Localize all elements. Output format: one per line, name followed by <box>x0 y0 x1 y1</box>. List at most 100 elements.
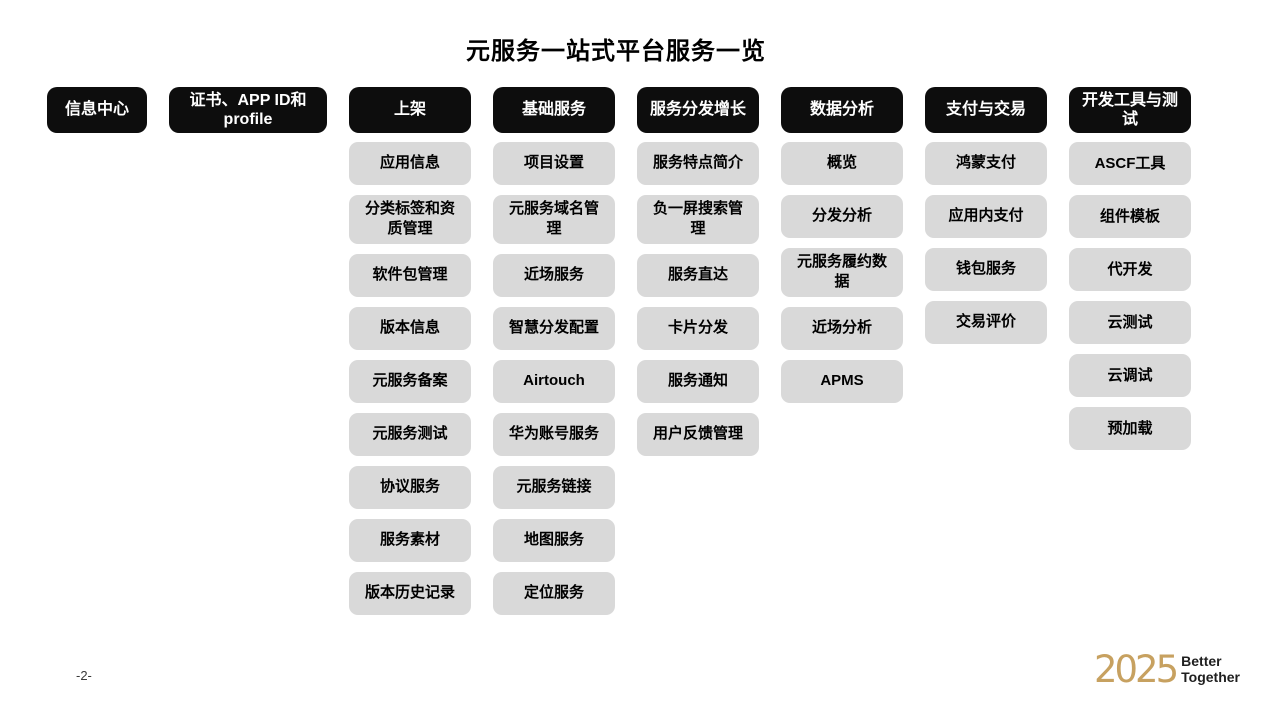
service-item-label: 用户反馈管理 <box>652 424 743 442</box>
service-item-label: 元服务域名管理 <box>508 200 599 238</box>
service-item: 智慧分发配置 <box>493 306 615 350</box>
service-item-label: 云测试 <box>1107 313 1153 331</box>
service-item-label: 服务通知 <box>667 371 728 389</box>
service-item: 定位服务 <box>493 571 615 615</box>
service-item-label: 交易评价 <box>955 313 1016 331</box>
service-item: 近场分析 <box>781 306 903 350</box>
category-header: 支付与交易 <box>925 87 1047 133</box>
service-item: 元服务备案 <box>349 359 471 403</box>
service-item: 代开发 <box>1069 248 1191 292</box>
category-header-label: 信息中心 <box>64 101 129 119</box>
service-item-label: Airtouch <box>523 371 585 389</box>
category-header: 开发工具与测试 <box>1069 87 1191 134</box>
service-item-label: 云调试 <box>1107 366 1153 384</box>
service-item: 元服务域名管理 <box>493 195 615 244</box>
logo-slogan-line2: Together <box>1181 668 1240 685</box>
service-item: APMS <box>781 359 903 403</box>
category-items: ASCF工具 组件模板 代开发 云测试 云调试 预加载 <box>1069 142 1191 451</box>
service-item-label: 分类标签和资质管理 <box>364 200 455 238</box>
service-item-label: 卡片分发 <box>667 318 728 336</box>
service-item-label: 版本信息 <box>379 318 440 336</box>
service-item: 版本历史记录 <box>349 571 471 615</box>
service-column-1: 信息中心 <box>47 87 147 142</box>
service-column-7: 支付与交易 鸿蒙支付 应用内支付 钱包服务 交易评价 <box>925 87 1047 344</box>
service-item: 元服务履约数据 <box>781 248 903 297</box>
service-item: 华为账号服务 <box>493 412 615 456</box>
service-item-label: 预加载 <box>1107 419 1153 437</box>
service-item-label: 服务直达 <box>667 265 728 283</box>
service-item-label: 鸿蒙支付 <box>955 154 1016 172</box>
category-header-label: 证书、APP ID和profile <box>189 92 307 129</box>
service-item-label: 华为账号服务 <box>508 424 599 442</box>
category-header-label: 上架 <box>393 101 426 119</box>
service-item: 应用内支付 <box>925 195 1047 238</box>
category-header-label: 支付与交易 <box>945 101 1026 119</box>
service-item: 服务特点简介 <box>637 142 759 185</box>
service-item-label: 应用信息 <box>379 154 440 172</box>
service-item-label: 近场服务 <box>523 265 584 283</box>
service-item: 服务通知 <box>637 359 759 403</box>
service-item-label: 服务特点简介 <box>652 154 743 172</box>
service-item-label: 元服务备案 <box>372 371 448 389</box>
service-item-label: 负一屏搜索管理 <box>652 200 743 238</box>
service-item: 元服务链接 <box>493 465 615 509</box>
category-items: 应用信息 分类标签和资质管理 软件包管理 版本信息 元服务备案 元服务测试 协议… <box>349 142 471 615</box>
service-item-label: 版本历史记录 <box>364 583 455 601</box>
service-column-5: 服务分发增长 服务特点简介 负一屏搜索管理 服务直达 卡片分发 服务通知 用户反… <box>637 87 759 456</box>
service-column-2: 证书、APP ID和profile <box>169 87 327 142</box>
service-item: 概览 <box>781 142 903 185</box>
logo-slogan-line1: Better <box>1181 653 1222 670</box>
service-item: 分发分析 <box>781 195 903 238</box>
service-item-label: 项目设置 <box>523 154 584 172</box>
service-item-label: 智慧分发配置 <box>508 318 599 336</box>
service-item-label: 组件模板 <box>1099 207 1160 225</box>
category-header: 数据分析 <box>781 87 903 133</box>
category-header-label: 开发工具与测试 <box>1081 92 1178 129</box>
category-header: 上架 <box>349 87 471 133</box>
service-item-label: 近场分析 <box>811 318 872 336</box>
page-number: -2- <box>76 668 92 683</box>
service-item: 分类标签和资质管理 <box>349 195 471 244</box>
logo-slogan: Better Together <box>1181 653 1240 685</box>
service-item: Airtouch <box>493 359 615 403</box>
service-column-3: 上架 应用信息 分类标签和资质管理 软件包管理 版本信息 元服务备案 元服务测试… <box>349 87 471 615</box>
service-item-label: 元服务链接 <box>516 477 592 495</box>
service-item: 协议服务 <box>349 465 471 509</box>
category-items: 服务特点简介 负一屏搜索管理 服务直达 卡片分发 服务通知 用户反馈管理 <box>637 142 759 456</box>
service-item-label: 分发分析 <box>811 207 872 225</box>
service-item-label: APMS <box>820 371 864 389</box>
category-header-label: 数据分析 <box>809 101 874 119</box>
category-header-label: 服务分发增长 <box>649 101 746 119</box>
service-item: 应用信息 <box>349 142 471 185</box>
service-item: 软件包管理 <box>349 253 471 297</box>
service-item-label: 服务素材 <box>379 530 440 548</box>
service-item: 钱包服务 <box>925 248 1047 291</box>
service-item: 卡片分发 <box>637 306 759 350</box>
service-item-label: 元服务测试 <box>372 424 448 442</box>
service-item-label: 应用内支付 <box>948 207 1024 225</box>
service-item: 组件模板 <box>1069 195 1191 239</box>
service-item-label: 钱包服务 <box>955 260 1016 278</box>
page-title: 元服务一站式平台服务一览 <box>466 38 766 65</box>
service-item-label: 协议服务 <box>379 477 440 495</box>
category-header-label: 基础服务 <box>521 101 586 119</box>
service-item: 服务直达 <box>637 253 759 297</box>
service-item: 鸿蒙支付 <box>925 142 1047 185</box>
service-column-4: 基础服务 项目设置 元服务域名管理 近场服务 智慧分发配置 Airtouch 华… <box>493 87 615 615</box>
service-item: 元服务测试 <box>349 412 471 456</box>
service-item: 服务素材 <box>349 518 471 562</box>
service-item-label: 软件包管理 <box>372 265 448 283</box>
service-item-label: 元服务履约数据 <box>796 253 887 291</box>
service-item: ASCF工具 <box>1069 142 1191 186</box>
category-header: 信息中心 <box>47 87 147 133</box>
service-item-label: ASCF工具 <box>1094 154 1166 172</box>
service-item: 云调试 <box>1069 354 1191 398</box>
category-items: 概览 分发分析 元服务履约数据 近场分析 APMS <box>781 142 903 403</box>
service-item-label: 概览 <box>826 154 857 172</box>
service-item-label: 代开发 <box>1107 260 1153 278</box>
service-item: 版本信息 <box>349 306 471 350</box>
service-item: 交易评价 <box>925 301 1047 344</box>
category-items: 项目设置 元服务域名管理 近场服务 智慧分发配置 Airtouch 华为账号服务… <box>493 142 615 615</box>
category-items: 鸿蒙支付 应用内支付 钱包服务 交易评价 <box>925 142 1047 344</box>
service-column-6: 数据分析 概览 分发分析 元服务履约数据 近场分析 APMS <box>781 87 903 403</box>
